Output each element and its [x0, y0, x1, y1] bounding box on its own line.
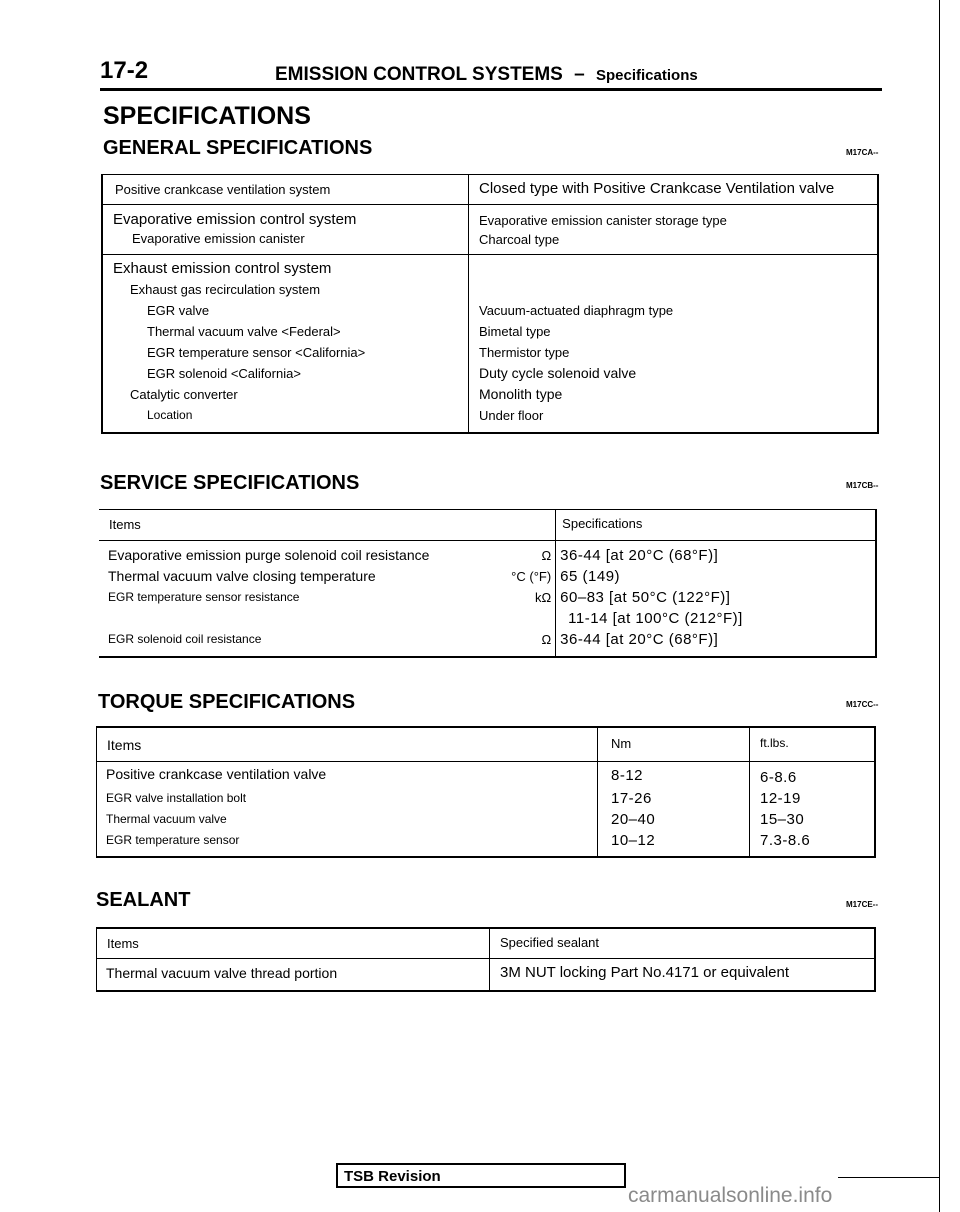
service-unit: Ω: [541, 548, 552, 563]
general-section-code: M17CA--: [846, 148, 879, 157]
general-spec: Closed type with Positive Crankcase Vent…: [479, 180, 835, 197]
header-rule: [100, 88, 882, 91]
general-item: EGR solenoid <California>: [147, 366, 301, 381]
tsb-revision-box: TSB Revision: [336, 1163, 626, 1188]
service-value: 65 (149): [560, 568, 621, 585]
watermark: carmanualsonline.info: [628, 1184, 833, 1207]
general-spec: Vacuum-actuated diaphragm type: [479, 303, 674, 318]
general-item: Positive crankcase ventilation system: [115, 182, 331, 197]
general-spec: Monolith type: [479, 386, 563, 402]
service-value: 36-44 [at 20°C (68°F)]: [560, 631, 719, 648]
general-spec: Evaporative emission canister storage ty…: [479, 213, 727, 228]
torque-specifications-title: TORQUE SPECIFICATIONS: [98, 691, 356, 713]
header-dash: –: [574, 64, 585, 85]
table-row: Thermal vacuum valve closing temperature…: [99, 566, 876, 587]
table-row: 11-14 [at 100°C (212°F)]: [99, 608, 876, 629]
sealant-title: SEALANT: [96, 889, 191, 911]
torque-ftlbs: 12-19: [760, 790, 801, 807]
torque-ftlbs: 7.3-8.6: [760, 832, 811, 849]
torque-nm: 10–12: [611, 832, 656, 849]
general-item: Exhaust emission control system: [113, 260, 332, 277]
torque-nm: 20–40: [611, 811, 656, 828]
general-item: Exhaust gas recirculation system: [130, 282, 321, 297]
sealant-spec: 3M NUT locking Part No.4171 or equivalen…: [500, 964, 790, 981]
table-row: EGR temperature sensor resistance kΩ 60–…: [99, 587, 876, 608]
torque-header-ftlbs: ft.lbs.: [760, 736, 789, 750]
service-item: EGR temperature sensor resistance: [108, 590, 300, 604]
service-unit: [468, 608, 555, 629]
header-title-text: EMISSION CONTROL SYSTEMS: [275, 64, 563, 85]
torque-header-items: Items: [107, 737, 142, 753]
general-item: Thermal vacuum valve <Federal>: [147, 324, 341, 339]
general-spec: Bimetal type: [479, 324, 551, 339]
table-row: Exhaust emission control system Exhaust …: [102, 254, 878, 433]
torque-header-nm: Nm: [611, 736, 632, 751]
general-spec: Duty cycle solenoid valve: [479, 365, 637, 381]
service-header-specs: Specifications: [562, 516, 643, 531]
general-item: Evaporative emission canister: [132, 231, 305, 246]
table-row: EGR temperature sensor 10–12 7.3-8.6: [97, 830, 875, 857]
torque-ftlbs: 6-8.6: [760, 769, 797, 786]
tsb-revision-label: TSB Revision: [344, 1168, 441, 1185]
specifications-title: SPECIFICATIONS: [103, 102, 311, 130]
service-value: 11-14 [at 100°C (212°F)]: [568, 610, 743, 627]
table-row: Thermal vacuum valve 20–40 15–30: [97, 809, 875, 830]
service-item: Thermal vacuum valve closing temperature: [108, 568, 376, 584]
table-row: Positive crankcase ventilation system Cl…: [102, 174, 878, 205]
general-specifications-title: GENERAL SPECIFICATIONS: [103, 137, 373, 159]
sealant-header-items: Items: [107, 936, 139, 951]
general-specifications-table: Positive crankcase ventilation system Cl…: [101, 174, 879, 434]
page-number: 17-2: [100, 57, 149, 84]
service-value: 36-44 [at 20°C (68°F)]: [560, 547, 719, 564]
general-item: Location: [147, 408, 193, 422]
torque-ftlbs: 15–30: [760, 811, 805, 828]
sealant-section-code: M17CE--: [846, 900, 879, 909]
table-row: Evaporative emission purge solenoid coil…: [99, 540, 876, 566]
service-specifications-table: Items Specifications Evaporative emissio…: [99, 509, 877, 658]
service-section-code: M17CB--: [846, 481, 879, 490]
service-item: [108, 608, 468, 629]
sealant-table: Items Specified sealant Thermal vacuum v…: [96, 927, 876, 992]
torque-nm: 17-26: [611, 790, 652, 807]
table-row: Positive crankcase ventilation valve 8-1…: [97, 761, 875, 788]
service-unit: °C (°F): [511, 569, 552, 584]
general-spec: Under floor: [479, 408, 544, 423]
header-subtitle: Specifications: [596, 67, 698, 84]
table-row: EGR solenoid coil resistance Ω 36-44 [at…: [99, 629, 876, 657]
torque-specifications-table: Items Nm ft.lbs. Positive crankcase vent…: [96, 726, 876, 858]
service-value: 60–83 [at 50°C (122°F)]: [560, 589, 731, 606]
footer-rule: [838, 1177, 940, 1178]
general-item: Evaporative emission control system: [113, 211, 357, 228]
table-header-row: Items Specifications: [99, 509, 876, 541]
sealant-header-sealant: Specified sealant: [500, 935, 600, 950]
general-spec: Thermistor type: [479, 345, 570, 360]
table-row: Evaporative emission control system Evap…: [102, 204, 878, 255]
torque-nm: 8-12: [611, 767, 644, 784]
torque-item: Thermal vacuum valve: [106, 812, 227, 826]
page-header-title: EMISSION CONTROL SYSTEMS – Specification…: [275, 64, 698, 86]
service-header-items: Items: [109, 517, 141, 532]
service-unit: Ω: [541, 632, 552, 647]
general-item: EGR valve: [147, 303, 210, 318]
page-edge-line: [939, 0, 940, 1212]
torque-item: EGR temperature sensor: [106, 833, 240, 847]
table-row: EGR valve installation bolt 17-26 12-19: [97, 788, 875, 809]
table-row: Thermal vacuum valve thread portion 3M N…: [97, 958, 875, 991]
table-header-row: Items Nm ft.lbs.: [96, 727, 875, 762]
general-item: EGR temperature sensor <California>: [147, 345, 366, 360]
service-specifications-title: SERVICE SPECIFICATIONS: [100, 472, 360, 494]
general-spec: Charcoal type: [479, 232, 560, 247]
table-header-row: Items Specified sealant: [96, 928, 875, 959]
torque-section-code: M17CC--: [846, 700, 879, 709]
service-unit: kΩ: [534, 590, 552, 605]
torque-item: EGR valve installation bolt: [106, 791, 247, 805]
service-item: Evaporative emission purge solenoid coil…: [108, 547, 430, 563]
torque-item: Positive crankcase ventilation valve: [106, 766, 327, 782]
service-item: EGR solenoid coil resistance: [108, 632, 262, 646]
sealant-item: Thermal vacuum valve thread portion: [106, 965, 338, 981]
general-item: Catalytic converter: [130, 387, 238, 402]
